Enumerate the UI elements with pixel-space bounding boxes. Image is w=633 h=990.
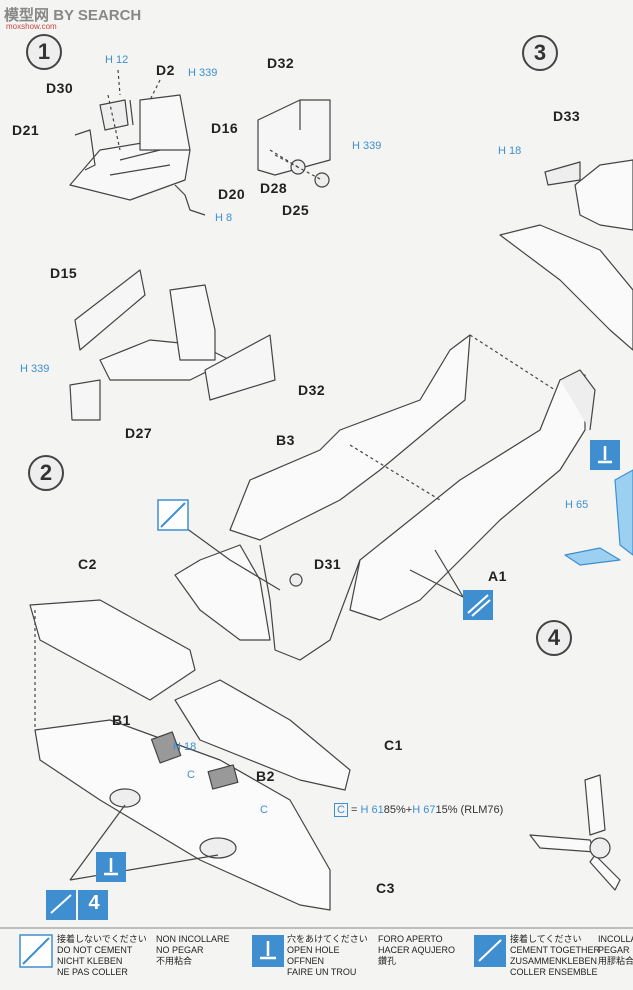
step-4-ref-icon: 4 — [88, 892, 100, 914]
legend-line: 接着してください — [510, 934, 582, 944]
paint-ref-h339-b: H 339 — [352, 140, 382, 152]
legend-line: OFFNEN — [287, 956, 324, 966]
legend-line: OPEN HOLE — [287, 945, 340, 955]
legend-line: FAIRE UN TROU — [287, 967, 357, 977]
part-label-d31: D31 — [314, 556, 342, 572]
paint-ref-h18-b: H 18 — [173, 741, 197, 753]
watermark-brand-text: 模型网 — [4, 7, 50, 24]
mix-note-p2: 15% (RLM76) — [435, 804, 504, 816]
legend-line: HACER AQUJERO — [378, 945, 456, 955]
legend-no-cement-alt: NON INCOLLARE NO PEGAR 不用粘合 — [156, 934, 230, 967]
part-label-d33: D33 — [553, 108, 581, 124]
legend-line: INCOLLARE — [598, 934, 633, 944]
watermark-search-text: BY SEARCH — [53, 7, 142, 24]
part-label-c1: C1 — [384, 737, 403, 753]
legend-line: NICHT KLEBEN — [57, 956, 123, 966]
mix-note-h61: H 61 — [360, 804, 384, 816]
legend-line: CEMENT TOGETHER — [510, 945, 601, 955]
part-label-a1: A1 — [488, 568, 507, 584]
part-label-d16: D16 — [211, 120, 239, 136]
legend-open-hole-alt: FORO APERTO HACER AQUJERO 鑽孔 — [378, 934, 455, 967]
step-1-badge: 1 — [26, 34, 62, 70]
watermark-url: moxshow.com — [6, 22, 57, 31]
legend-line: NO PEGAR — [156, 945, 204, 955]
mix-note-h67: H 67 — [412, 804, 436, 816]
mix-note-eq: = — [347, 804, 361, 816]
part-label-d25: D25 — [282, 202, 310, 218]
legend-line: PEGAR — [598, 945, 630, 955]
part-label-b1: B1 — [112, 712, 131, 728]
part-label-d28: D28 — [260, 180, 288, 196]
part-label-c3: C3 — [376, 880, 395, 896]
part-label-b2: B2 — [256, 768, 275, 784]
legend-line: 接着しないでください — [57, 934, 147, 944]
paint-ref-c-b: C — [260, 804, 268, 816]
paint-ref-h12: H 12 — [105, 54, 129, 66]
watermark-brand: 模型网 BY SEARCH — [4, 4, 141, 25]
part-label-d2: D2 — [156, 62, 175, 78]
legend-cement-together: 接着してください CEMENT TOGETHER ZUSAMMENKLEBEN … — [510, 934, 600, 978]
legend-line: DO NOT CEMENT — [57, 945, 133, 955]
part-label-b3: B3 — [276, 432, 295, 448]
paint-ref-h339-a: H 339 — [188, 67, 218, 79]
paint-ref-h65: H 65 — [565, 499, 589, 511]
legend-line: NE PAS COLLER — [57, 967, 128, 977]
step-4-badge: 4 — [536, 620, 572, 656]
legend-cement-together-alt: INCOLLARE PEGAR 用膠粘合 — [598, 934, 633, 967]
step-3-badge: 3 — [522, 35, 558, 71]
paint-ref-h8: H 8 — [215, 212, 233, 224]
part-label-d15: D15 — [50, 265, 78, 281]
step-2-badge: 2 — [28, 455, 64, 491]
color-mix-note: C = H 6185%+H 6715% (RLM76) — [334, 803, 503, 817]
part-label-d27: D27 — [125, 425, 153, 441]
legend-line: NON INCOLLARE — [156, 934, 230, 944]
legend-line: 鑽孔 — [378, 956, 397, 966]
mix-note-p1: 85%+ — [383, 804, 413, 816]
part-label-d30: D30 — [46, 80, 74, 96]
legend-no-cement: 接着しないでください DO NOT CEMENT NICHT KLEBEN NE… — [57, 934, 147, 978]
part-label-d32-b: D32 — [298, 382, 326, 398]
part-label-d20: D20 — [218, 186, 246, 202]
part-label-d32-a: D32 — [267, 55, 295, 71]
legend-line: 不用粘合 — [156, 956, 193, 966]
mix-note-c: C — [334, 803, 348, 817]
legend-open-hole: 穴をあけてください OPEN HOLE OFFNEN FAIRE UN TROU — [287, 934, 368, 978]
part-label-c2: C2 — [78, 556, 97, 572]
paint-ref-h18-a: H 18 — [498, 145, 522, 157]
legend-line: 穴をあけてください — [287, 934, 368, 944]
legend-line: 用膠粘合 — [598, 956, 633, 966]
part-label-d21: D21 — [12, 122, 40, 138]
legend-line: ZUSAMMENKLEBEN — [510, 956, 598, 966]
paint-ref-c-a: C — [187, 769, 195, 781]
paint-ref-h339-c: H 339 — [20, 363, 50, 375]
legend-line: FORO APERTO — [378, 934, 443, 944]
legend-line: COLLER ENSEMBLE — [510, 967, 598, 977]
